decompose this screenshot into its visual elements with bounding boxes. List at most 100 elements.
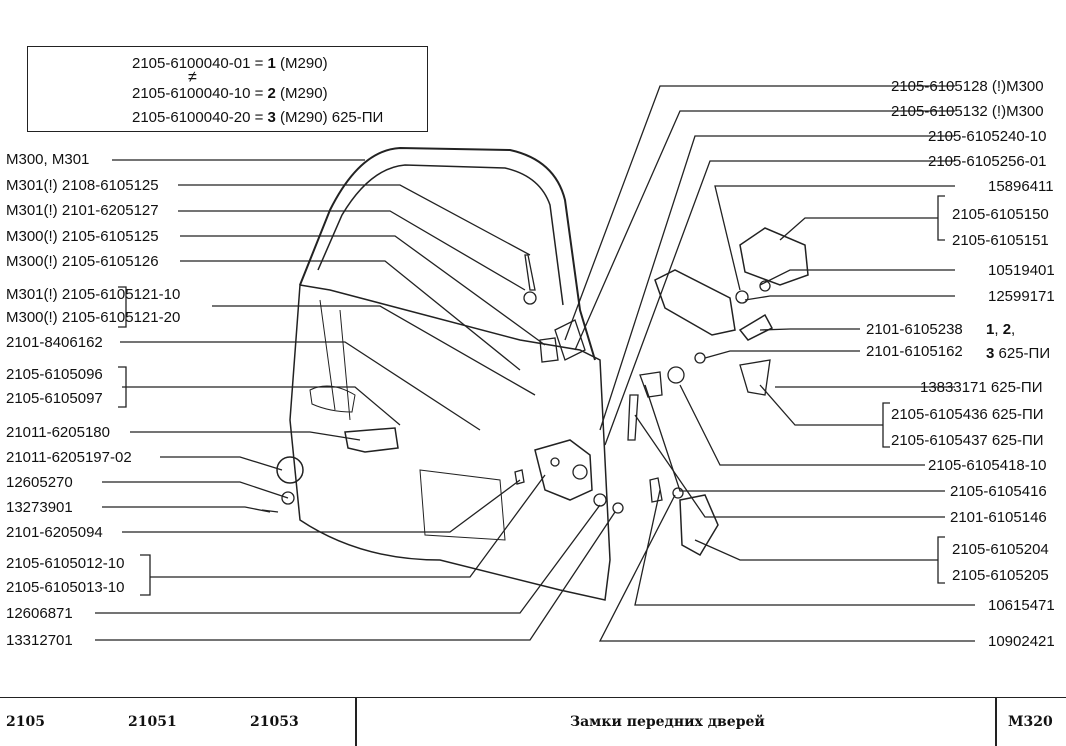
part-label: 2105-6105128 (!)М300 [891, 78, 1044, 95]
door-window-frame-inner [317, 164, 564, 306]
part-label: 2105-6105204 [952, 541, 1049, 558]
variant-note-top: 1, 2, [986, 321, 1015, 338]
variant-num-2: 2 [1002, 321, 1012, 338]
part-label: 21011-6205197-02 [6, 449, 132, 466]
part-label: М301(!) 2105-6105121-10 [6, 286, 181, 303]
leader-line [178, 210, 526, 291]
leader-line [574, 110, 955, 351]
part-label: 2105-6105150 [952, 206, 1049, 223]
variant-note-bottom: 3 625-ПИ [986, 345, 1050, 362]
part-label: М300(!) 2105-6105125 [6, 228, 159, 245]
leader-line [160, 456, 283, 471]
variant-suffix: 625-ПИ [994, 345, 1051, 362]
legend-row-3: 2105-6100040-20 = 3 (М290) 625-ПИ [132, 109, 383, 126]
leader-line [714, 185, 955, 291]
part-label: 2105-6105012-10 [6, 555, 125, 572]
leader-line [634, 489, 975, 606]
leader-line [598, 494, 975, 642]
part-label: 2105-6105132 (!)М300 [891, 103, 1044, 120]
leader-line [744, 295, 955, 301]
part-label: 13312701 [6, 632, 73, 649]
model-21051: 21051 [128, 714, 177, 730]
leader-line [122, 479, 521, 533]
leader-line [759, 269, 955, 286]
footer-divider [995, 698, 997, 746]
leader-line [759, 384, 883, 426]
part-label: 10519401 [988, 262, 1055, 279]
part-label: 2105-6105437 625-ПИ [891, 432, 1044, 449]
part-label: 2101-6105146 [950, 509, 1047, 526]
part-label: М300, М301 [6, 151, 90, 168]
leader-line [779, 217, 938, 241]
leader-line [694, 539, 938, 561]
part-label: 12599171 [988, 288, 1055, 305]
variant-sep-1: , [994, 321, 1003, 338]
part-label: М301(!) 2108-6105125 [6, 177, 159, 194]
leader-line [599, 135, 955, 431]
part-label: М300(!) 2105-6105121-20 [6, 309, 181, 326]
title-block: 2105 21051 21053 Замки передних дверей М… [0, 697, 1066, 746]
part-label: 2105-6105436 625-ПИ [891, 406, 1044, 423]
page-title: Замки передних дверей [570, 714, 765, 730]
legend-part-1: 2105-6100040-01 = [132, 55, 268, 72]
kit-legend: 2105-6100040-01 = 1 (М290) ≠ 2105-610004… [27, 46, 428, 132]
leader-line [644, 384, 945, 492]
part-label: М300(!) 2105-6105126 [6, 253, 159, 270]
leader-line [180, 235, 546, 346]
legend-suffix-3: (М290) 625-ПИ [275, 109, 384, 126]
leader-line [102, 506, 271, 513]
variant-num-3: 3 [986, 345, 995, 362]
variant-num-1: 1 [986, 321, 995, 338]
leader-line [704, 350, 860, 359]
leader-line [212, 305, 536, 396]
lock-cylinder [738, 313, 774, 341]
part-label: 2105-6105416 [950, 483, 1047, 500]
legend-num-2: 2 [267, 85, 276, 102]
leader-line [564, 85, 955, 341]
part-label: 13273901 [6, 499, 73, 516]
legend-suffix-1: (М290) [275, 55, 328, 72]
leader-line [95, 504, 601, 614]
part-label: 2105-6105097 [6, 390, 103, 407]
page-code: М320 [1008, 714, 1053, 730]
part-label: 12605270 [6, 474, 73, 491]
part-label: 2105-6105013-10 [6, 579, 125, 596]
leader-line [178, 184, 531, 256]
leader-line [604, 160, 955, 446]
legend-num-3: 3 [267, 109, 276, 126]
part-label: 13833171 625-ПИ [920, 379, 1043, 396]
footer-divider [355, 698, 357, 746]
part-label: 21011-6205180 [6, 424, 110, 441]
part-label: 2105-6105096 [6, 366, 103, 383]
part-label: 2101-6205094 [6, 524, 103, 541]
leader-line [150, 474, 546, 578]
legend-num-1: 1 [267, 55, 276, 72]
part-label: М301(!) 2101-6205127 [6, 202, 159, 219]
door-inner-panel [289, 284, 611, 601]
part-label: 2101-6105238 [866, 321, 963, 338]
striker-plate [679, 494, 719, 557]
leader-line [130, 431, 361, 441]
part-label: 2105-6105418-10 [928, 457, 1047, 474]
door-window-frame [299, 146, 596, 361]
part-label: 2105-6105151 [952, 232, 1049, 249]
outer-handle [739, 227, 809, 286]
part-label: 2105-6105240-10 [928, 128, 1047, 145]
model-2105: 2105 [6, 714, 45, 730]
model-21053: 21053 [250, 714, 299, 730]
leader-line [120, 341, 481, 431]
leader-line [122, 386, 401, 426]
inner-handle [344, 427, 399, 453]
part-label: 12606871 [6, 605, 73, 622]
variant-sep-2: , [1011, 321, 1016, 338]
leader-line [180, 260, 521, 371]
part-label: 2101-6105162 [866, 343, 963, 360]
part-label: 2101-8406162 [6, 334, 103, 351]
leader-line [759, 328, 860, 331]
legend-part-2: 2105-6100040-10 = [132, 85, 268, 102]
part-label: 10902421 [988, 633, 1055, 650]
leader-line [102, 481, 289, 499]
leader-line [95, 511, 616, 641]
leader-line [679, 384, 925, 466]
legend-row-1: 2105-6100040-01 = 1 (М290) [132, 55, 328, 72]
